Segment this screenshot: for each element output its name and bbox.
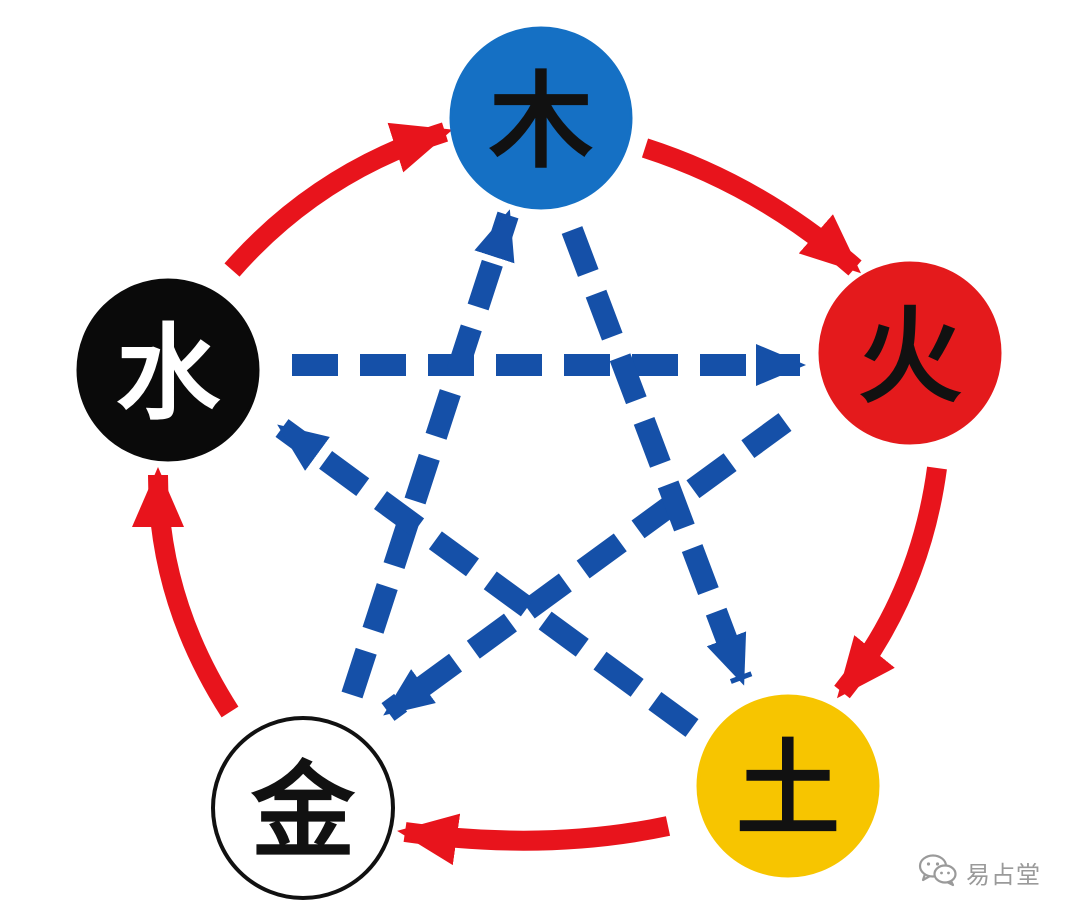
arrow-metal-to-water	[132, 467, 239, 718]
generating-cycle-arrows	[132, 122, 947, 866]
node-water-char: 水	[116, 312, 221, 435]
watermark-text: 易占堂	[966, 860, 1041, 889]
controlling-cycle-arrows	[275, 209, 806, 737]
element-nodes: 木 火 土 金 水	[76, 26, 1002, 900]
node-metal-char: 金	[250, 750, 356, 873]
arrow-wood-to-fire	[641, 138, 862, 276]
node-earth-circle	[696, 694, 880, 878]
wechat-icon	[918, 853, 958, 892]
node-fire-circle	[818, 261, 1002, 445]
arrow-wood-to-earth	[561, 226, 753, 686]
node-water: 水	[76, 278, 260, 462]
watermark: 易占堂	[918, 852, 1041, 892]
node-wood: 木	[449, 26, 633, 210]
node-earth: 土	[696, 694, 880, 878]
arrow-earth-to-water	[275, 419, 699, 737]
arrow-metal-to-wood	[341, 209, 519, 699]
node-earth-char: 土	[736, 728, 840, 851]
node-metal: 金	[211, 716, 395, 900]
node-fire: 火	[818, 261, 1002, 445]
node-metal-circle	[211, 716, 395, 900]
node-wood-circle	[449, 26, 633, 210]
arrow-earth-to-metal	[397, 813, 671, 866]
node-water-circle	[76, 278, 260, 462]
node-wood-char: 木	[489, 60, 593, 183]
arrow-fire-to-metal	[381, 413, 792, 721]
arrow-fire-to-earth	[834, 466, 947, 699]
arrow-water-to-wood	[224, 122, 453, 277]
node-fire-char: 火	[858, 295, 962, 418]
